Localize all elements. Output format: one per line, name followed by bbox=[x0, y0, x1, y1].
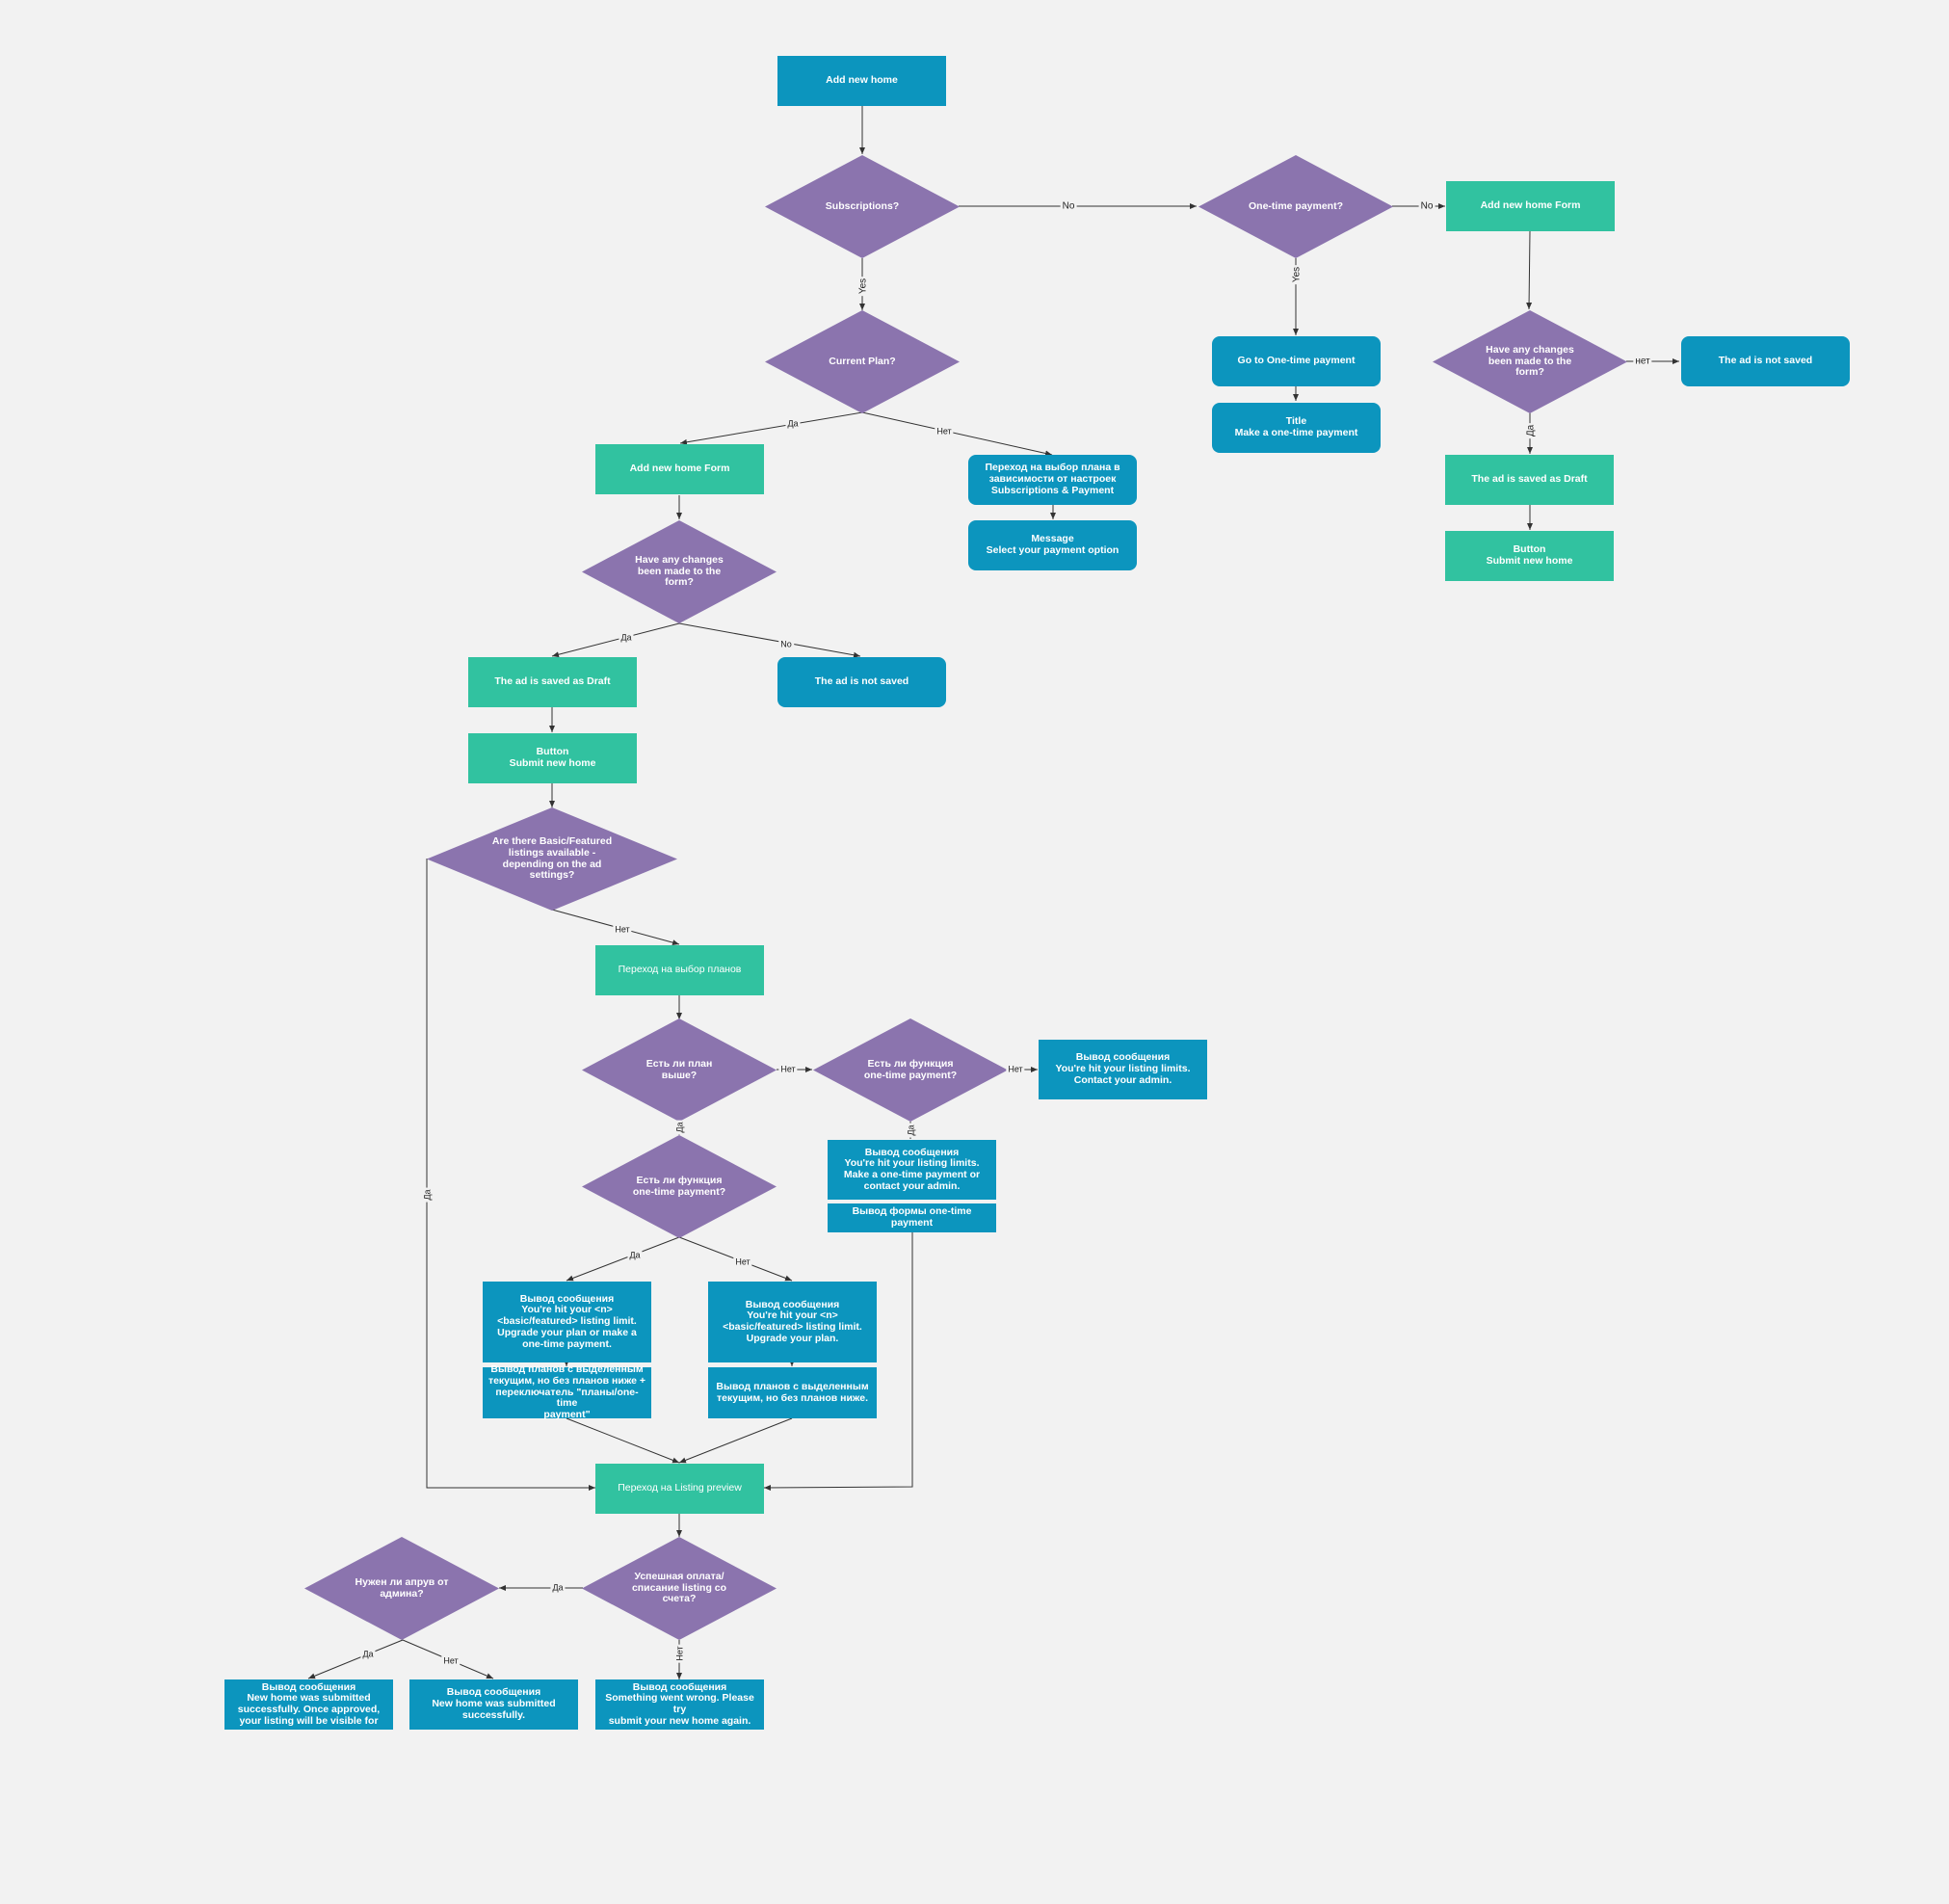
diamond-label: Успешная оплата/ списание listing со сче… bbox=[631, 1570, 727, 1605]
node-add-new-home-form-left: Add new home Form bbox=[595, 444, 764, 494]
edge-changes-left-da bbox=[551, 622, 680, 658]
diamond-shape bbox=[427, 807, 677, 911]
node-plans-transition: Переход на выбор планов bbox=[595, 945, 764, 995]
node-plans-no-lower: Вывод планов с выделенным текущим, но бе… bbox=[708, 1367, 877, 1418]
node-msg-submitted-approval: Вывод сообщения New home was submitted s… bbox=[224, 1679, 393, 1730]
diamond-label: Are there Basic/Featured listings availa… bbox=[491, 835, 613, 882]
node-title-make-payment: Title Make a one-time payment bbox=[1212, 403, 1381, 453]
edge-basic-da-long bbox=[426, 859, 595, 1491]
edge-label-net: Нет bbox=[935, 426, 954, 437]
edge-label-yes: Yes bbox=[1291, 264, 1303, 285]
node-msg-contact-admin: Вывод сообщения You're hit your listing … bbox=[1039, 1040, 1207, 1099]
node-not-saved-left: The ad is not saved bbox=[777, 657, 946, 707]
node-msg-upgrade: Вывод сообщения You're hit your <n> <bas… bbox=[708, 1282, 877, 1362]
node-subscriptions-decision: Subscriptions? bbox=[765, 155, 960, 258]
node-go-to-one-time-payment: Go to One-time payment bbox=[1212, 336, 1381, 386]
edge-label-da: Да bbox=[906, 1123, 917, 1138]
node-one-time-payment-decision: One-time payment? bbox=[1198, 155, 1393, 258]
node-higher-plan-decision: Есть ли план выше? bbox=[582, 1018, 777, 1122]
edge-label-no: No bbox=[1060, 200, 1077, 212]
edge-approval-da bbox=[307, 1639, 404, 1679]
edge-label-no: No bbox=[778, 639, 794, 650]
edge-label-da: Да bbox=[627, 1250, 643, 1261]
edge-label-net: Нет bbox=[733, 1256, 752, 1268]
edge-label-da: Да bbox=[785, 418, 801, 430]
node-listing-preview: Переход на Listing preview bbox=[595, 1464, 764, 1514]
edge-label-da: Да bbox=[619, 632, 634, 644]
node-msg-upgrade-or-otp: Вывод сообщения You're hit your <n> <bas… bbox=[483, 1282, 651, 1362]
diamond-label: One-time payment? bbox=[1248, 199, 1344, 212]
node-plans-with-switch: Вывод планов с выделенным текущим, но бе… bbox=[483, 1363, 651, 1420]
node-payment-success-decision: Успешная оплата/ списание listing со сче… bbox=[582, 1537, 777, 1640]
edge-label-net: Нет bbox=[778, 1064, 798, 1075]
diamond-shape bbox=[1198, 155, 1393, 258]
node-draft-left: The ad is saved as Draft bbox=[468, 657, 637, 707]
edge-label-da: Да bbox=[1525, 422, 1537, 439]
node-otp-function-left-decision: Есть ли функция one-time payment? bbox=[582, 1135, 777, 1238]
node-add-new-home: Add new home bbox=[777, 56, 946, 106]
node-submit-left: Button Submit new home bbox=[468, 733, 637, 783]
node-submit-right: Button Submit new home bbox=[1445, 531, 1614, 581]
diamond-shape bbox=[765, 155, 960, 258]
node-message-select-payment: Message Select your payment option bbox=[968, 520, 1137, 570]
node-add-new-home-form-right: Add new home Form bbox=[1446, 181, 1615, 231]
edge-changes-left-no bbox=[678, 622, 861, 658]
diamond-shape bbox=[304, 1537, 499, 1640]
diamond-label: Есть ли функция one-time payment? bbox=[632, 1174, 726, 1198]
node-otp-form: Вывод формы one-time payment bbox=[828, 1203, 996, 1232]
edge-otp-left-da bbox=[566, 1236, 680, 1282]
edge-form-right-to-changes bbox=[1526, 230, 1533, 310]
diamond-shape bbox=[582, 520, 777, 623]
diamond-label: Нужен ли апрув от админа? bbox=[355, 1575, 449, 1600]
edge-label-net: Нет bbox=[441, 1655, 461, 1667]
edge-label-da: Да bbox=[550, 1582, 566, 1594]
diamond-label: Current Plan? bbox=[829, 355, 896, 367]
edge-label-da: Да bbox=[674, 1120, 686, 1135]
node-msg-wrong: Вывод сообщения Something went wrong. Pl… bbox=[595, 1679, 764, 1730]
edge-label-net: Нет bbox=[1006, 1064, 1025, 1075]
node-basic-featured-decision: Are there Basic/Featured listings availa… bbox=[427, 807, 677, 911]
diamond-shape bbox=[582, 1135, 777, 1238]
edge-label-net: Нет bbox=[674, 1644, 686, 1663]
node-otp-function-right-decision: Есть ли функция one-time payment? bbox=[813, 1018, 1008, 1122]
node-changes-right-decision: Have any changes been made to the form? bbox=[1433, 310, 1627, 413]
node-current-plan-decision: Current Plan? bbox=[765, 310, 960, 413]
diamond-label: Есть ли функция one-time payment? bbox=[863, 1057, 958, 1081]
edge-label-yes: Yes bbox=[857, 276, 869, 297]
edge-label-net-lower: нет bbox=[1633, 356, 1652, 367]
diamond-shape bbox=[813, 1018, 1008, 1122]
edge-otp-form-to-preview bbox=[763, 1232, 913, 1491]
diamond-label: Subscriptions? bbox=[825, 199, 900, 212]
diamond-shape bbox=[1433, 310, 1627, 413]
diamond-label: Have any changes been made to the form? bbox=[1486, 343, 1574, 379]
node-draft-right: The ad is saved as Draft bbox=[1445, 455, 1614, 505]
node-msg-make-otp: Вывод сообщения You're hit your listing … bbox=[828, 1140, 996, 1200]
edge-label-da: Да bbox=[422, 1187, 434, 1203]
edge-label-da: Да bbox=[360, 1649, 376, 1660]
edge-plans-nolower-to-preview bbox=[678, 1417, 793, 1464]
node-changes-left-decision: Have any changes been made to the form? bbox=[582, 520, 777, 623]
diamond-shape bbox=[765, 310, 960, 413]
diamond-label: Have any changes been made to the form? bbox=[635, 553, 724, 589]
node-admin-approval-decision: Нужен ли апрув от админа? bbox=[304, 1537, 499, 1640]
edge-plan-net bbox=[861, 411, 1053, 457]
diamond-label: Есть ли план выше? bbox=[645, 1057, 713, 1081]
node-msg-submitted: Вывод сообщения New home was submitted s… bbox=[409, 1679, 578, 1730]
edge-label-net: Нет bbox=[613, 924, 632, 936]
node-plan-transition: Переход на выбор плана в зависимости от … bbox=[968, 455, 1137, 505]
node-not-saved-right: The ad is not saved bbox=[1681, 336, 1850, 386]
diamond-shape bbox=[582, 1537, 777, 1640]
edge-plans-switch-to-preview bbox=[566, 1417, 680, 1464]
edge-plan-da bbox=[679, 411, 863, 445]
diamond-shape bbox=[582, 1018, 777, 1122]
edge-label-no: No bbox=[1418, 200, 1435, 212]
